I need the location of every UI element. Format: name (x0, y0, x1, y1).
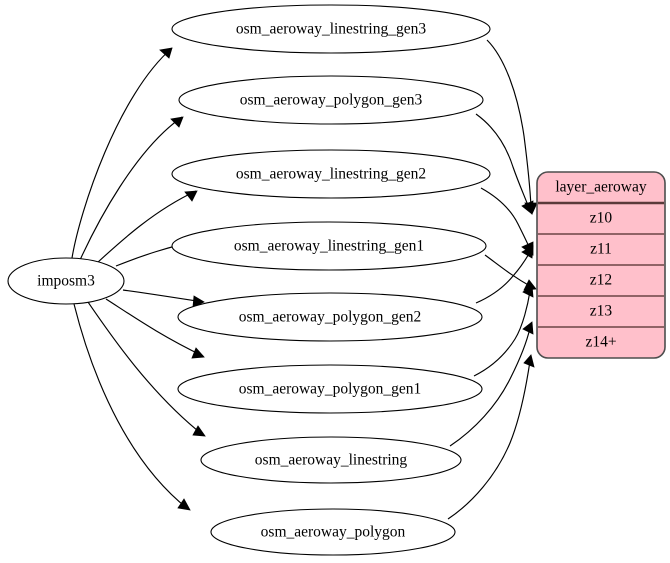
layer_aeroway-row-z14-label: z14+ (585, 334, 616, 351)
node-osm_aeroway_polygon_gen3-label: osm_aeroway_polygon_gen3 (240, 92, 423, 109)
edge-imposm3-to-osm_aeroway_polygon_gen3 (79, 116, 184, 261)
node-layer_aeroway[interactable]: layer_aeroway z10 z11 z12 z13 z14+ (536, 171, 666, 359)
node-osm_aeroway_polygon_gen3[interactable]: osm_aeroway_polygon_gen3 (178, 75, 484, 125)
node-osm_aeroway_linestring_gen3-label: osm_aeroway_linestring_gen3 (236, 21, 427, 38)
node-imposm3-label: imposm3 (37, 273, 95, 290)
edge-osm_aeroway_polygon-to-z14 (447, 354, 535, 520)
node-osm_aeroway_polygon-label: osm_aeroway_polygon (261, 524, 406, 541)
node-osm_aeroway_polygon_gen2-label: osm_aeroway_polygon_gen2 (239, 309, 422, 326)
edge-osm_aeroway_linestring-to-z13 (449, 321, 534, 447)
edge-imposm3-to-osm_aeroway_polygon_gen2 (122, 289, 205, 308)
node-osm_aeroway_linestring_gen1-label: osm_aeroway_linestring_gen1 (234, 238, 424, 255)
node-osm_aeroway_linestring-label: osm_aeroway_linestring (255, 452, 408, 469)
edge-imposm3-to-osm_aeroway_polygon_gen1 (105, 298, 205, 359)
edge-imposm3-to-osm_aeroway_linestring_gen3 (71, 47, 173, 259)
edge-imposm3-to-osm_aeroway_linestring (87, 301, 206, 437)
node-osm_aeroway_polygon_gen1[interactable]: osm_aeroway_polygon_gen1 (177, 364, 483, 414)
edge-osm_aeroway_polygon_gen1-to-z12 (473, 284, 534, 377)
node-osm_aeroway_polygon_gen2[interactable]: osm_aeroway_polygon_gen2 (177, 292, 483, 342)
node-osm_aeroway_linestring[interactable]: osm_aeroway_linestring (200, 436, 462, 484)
layer_aeroway-row-z11-label: z11 (590, 241, 612, 258)
edge-imposm3-to-osm_aeroway_linestring_gen2 (96, 190, 198, 264)
node-osm_aeroway_polygon[interactable]: osm_aeroway_polygon (210, 508, 456, 556)
node-osm_aeroway_linestring_gen2-label: osm_aeroway_linestring_gen2 (236, 166, 426, 183)
node-osm_aeroway_linestring_gen2[interactable]: osm_aeroway_linestring_gen2 (171, 149, 491, 199)
edge-group-tables-to-layer (447, 39, 538, 520)
edge-osm_aeroway_polygon_gen3-to-z10 (475, 113, 534, 215)
layer_aeroway-row-z13-label: z13 (590, 303, 613, 320)
node-osm_aeroway_linestring_gen1[interactable]: osm_aeroway_linestring_gen1 (171, 221, 487, 271)
layer_aeroway-row-z10-label: z10 (590, 210, 613, 227)
node-osm_aeroway_polygon_gen1-label: osm_aeroway_polygon_gen1 (239, 381, 422, 398)
edge-osm_aeroway_polygon_gen2-to-z11 (475, 245, 534, 304)
layer_aeroway-header-label: layer_aeroway (555, 179, 646, 196)
node-osm_aeroway_linestring_gen3[interactable]: osm_aeroway_linestring_gen3 (171, 4, 491, 54)
edge-osm_aeroway_linestring_gen1-to-z12 (484, 254, 537, 291)
edge-osm_aeroway_linestring_gen3-to-z10 (486, 39, 538, 215)
layer_aeroway-row-z12-label: z12 (590, 272, 612, 289)
node-imposm3[interactable]: imposm3 (7, 257, 125, 305)
edge-imposm3-to-osm_aeroway_polygon (73, 303, 191, 511)
